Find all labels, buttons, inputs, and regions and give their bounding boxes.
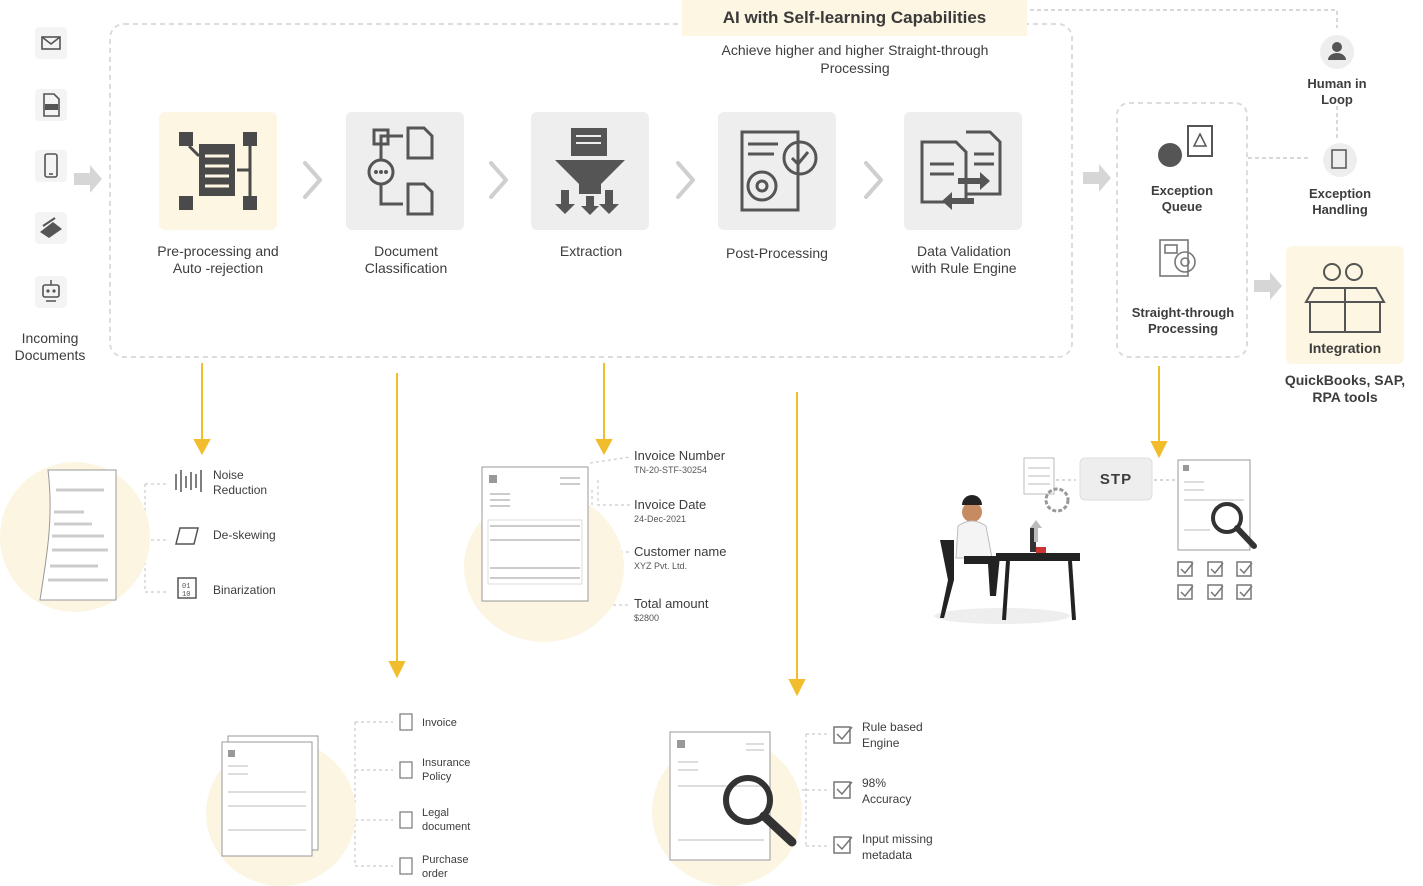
preprocess-detail-blob <box>0 462 150 612</box>
noise-reduction-label-2: Reduction <box>213 483 268 497</box>
noise-reduction-label-1: Noise <box>213 468 244 482</box>
extraction-funnel-icon <box>555 128 625 215</box>
customer-name-label: Customer name <box>634 544 727 559</box>
human-loop-label-1: Human in <box>1307 76 1367 91</box>
extraction-detail-blob <box>464 492 624 642</box>
header-subtitle-1: Achieve higher and higher Straight-throu… <box>721 42 989 58</box>
classification-detail-blob <box>206 740 356 886</box>
mobile-icon <box>35 150 67 182</box>
class-insurance-label-2: Policy <box>422 771 452 783</box>
stp-badge: STP <box>1099 471 1133 488</box>
bot-icon <box>35 276 67 308</box>
exception-handling-label-2: Handling <box>1312 202 1368 217</box>
class-invoice-label: Invoice <box>422 717 457 729</box>
stage-extraction-label: Extraction <box>559 243 623 259</box>
stage-classification-label-2: Classification <box>364 260 448 276</box>
exception-queue-label-1: Exception <box>1150 183 1214 198</box>
scanner-icon <box>35 212 67 244</box>
incoming-label-1: Incoming <box>21 330 79 346</box>
post-processing-icon <box>740 130 818 212</box>
classification-icon <box>367 126 434 216</box>
data-validation-icon <box>920 130 1002 210</box>
total-amount-value: $2800 <box>634 613 660 623</box>
exception-handling-label-1: Exception <box>1308 186 1372 201</box>
invoice-number-value: TN-20-STF-30254 <box>634 465 708 475</box>
invoice-date-value: 24-Dec-2021 <box>634 514 687 524</box>
rule-engine-label-2: Engine <box>862 736 900 750</box>
header-subtitle-2: Processing <box>820 60 890 76</box>
binarization-label: Binarization <box>213 583 276 597</box>
stage-validation-label-2: with Rule Engine <box>911 260 1017 276</box>
rule-engine-label-1: Rule based <box>862 720 923 734</box>
human-loop-label-2: Loop <box>1321 92 1353 107</box>
stage-validation-tile <box>904 112 1022 230</box>
stage-preprocessing-label-2: Auto -rejection <box>172 260 264 276</box>
stage-extraction-tile <box>531 112 649 230</box>
integration-tools-1: QuickBooks, SAP, <box>1284 372 1406 388</box>
accuracy-label-2: Accuracy <box>862 792 912 806</box>
stage-postprocessing-tile <box>718 112 836 230</box>
stage-classification-tile <box>346 112 464 230</box>
class-purchase-label-2: order <box>422 868 448 880</box>
customer-name-value: XYZ Pvt. Ltd. <box>634 561 688 571</box>
postprocessing-detail-blob <box>652 738 802 886</box>
pdf-icon <box>35 89 67 121</box>
integration-box-icon <box>1304 263 1386 333</box>
class-legal-label-2: document <box>422 821 471 833</box>
deskewing-label: De-skewing <box>213 528 276 542</box>
stp-label-2: Processing <box>1147 321 1219 336</box>
preprocess-icon <box>179 132 257 210</box>
stage-classification-label-1: Document <box>374 243 438 259</box>
header-banner <box>682 0 1027 36</box>
incoming-label-2: Documents <box>14 347 86 363</box>
exception-queue-label-2: Queue <box>1161 199 1203 214</box>
stage-postprocessing-label: Post-Processing <box>726 245 828 261</box>
integration-tile <box>1286 246 1404 364</box>
integration-label: Integration <box>1308 340 1382 356</box>
class-insurance-label-1: Insurance <box>422 757 471 769</box>
email-icon <box>35 27 67 59</box>
invoice-date-label: Invoice Date <box>634 497 707 512</box>
stage-preprocessing-tile <box>159 112 277 230</box>
accuracy-label-1: 98% <box>862 776 887 790</box>
stage-validation-label-1: Data Validation <box>917 243 1011 259</box>
stage-preprocessing-label-1: Pre-processing and <box>157 243 279 259</box>
header-title: AI with Self-learning Capabilities <box>722 8 987 27</box>
class-purchase-label-1: Purchase <box>422 854 469 866</box>
total-amount-label: Total amount <box>634 596 709 611</box>
integration-tools-2: RPA tools <box>1312 389 1378 405</box>
missing-metadata-label-1: Input missing <box>862 832 933 846</box>
invoice-number-label: Invoice Number <box>634 448 726 463</box>
missing-metadata-label-2: metadata <box>862 848 913 862</box>
stp-label-1: Straight-through <box>1131 305 1235 320</box>
class-legal-label-1: Legal <box>422 807 449 819</box>
